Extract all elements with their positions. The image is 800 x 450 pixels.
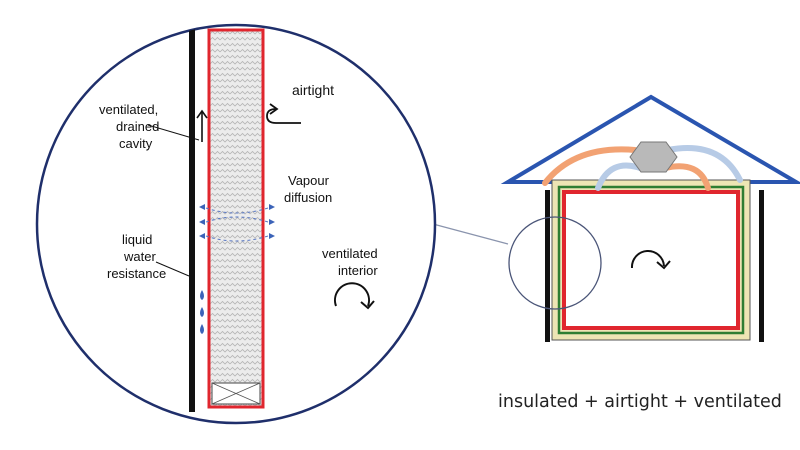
vapour-diffusion-marks (205, 207, 269, 242)
house-airtight-layer (562, 190, 740, 330)
interior-ventilation-arrow (334, 282, 375, 310)
cavity-leader-line (147, 124, 200, 141)
svg-text:liquid: liquid (122, 232, 152, 247)
water-drops (200, 290, 204, 334)
svg-text:ventilated,: ventilated, (99, 102, 158, 117)
svg-text:drained: drained (116, 119, 159, 134)
right-cladding (759, 190, 764, 342)
house-interior-arrow (630, 250, 671, 270)
airtight-membrane (207, 28, 265, 409)
vapour-diffusion-label: Vapour diffusion (284, 173, 332, 205)
svg-text:resistance: resistance (107, 266, 166, 281)
cavity-airflow-arrow (196, 109, 208, 142)
bottom-plate (211, 382, 261, 405)
house-illustration (500, 94, 800, 342)
vapour-arrowheads (199, 204, 275, 239)
ventilated-interior-label: ventilated interior (322, 246, 378, 278)
svg-text:ventilated: ventilated (322, 246, 378, 261)
wall-green-layer (557, 185, 745, 335)
svg-text:diffusion: diffusion (284, 190, 332, 205)
cavity-label: ventilated, drained cavity (99, 102, 159, 151)
caption: insulated + airtight + ventilated (498, 392, 782, 412)
svg-text:cavity: cavity (119, 136, 153, 151)
airtight-hook-arrow (266, 103, 301, 124)
svg-text:Vapour: Vapour (288, 173, 330, 188)
svg-text:water: water (123, 249, 156, 264)
airtight-label: airtight (292, 82, 334, 98)
wall-detail-section: airtight ventilated, drained cavity Vapo… (35, 23, 437, 425)
svg-text:interior: interior (338, 263, 378, 278)
ventilation-ducts (542, 145, 743, 191)
left-cladding (545, 190, 550, 342)
liquid-water-label: liquid water resistance (107, 232, 166, 281)
detail-connector-line (432, 223, 509, 245)
hrv-unit (629, 141, 678, 173)
exterior-cladding (189, 25, 195, 412)
liquid-water-leader-line (155, 261, 190, 277)
detail-callout-circle (508, 216, 602, 310)
